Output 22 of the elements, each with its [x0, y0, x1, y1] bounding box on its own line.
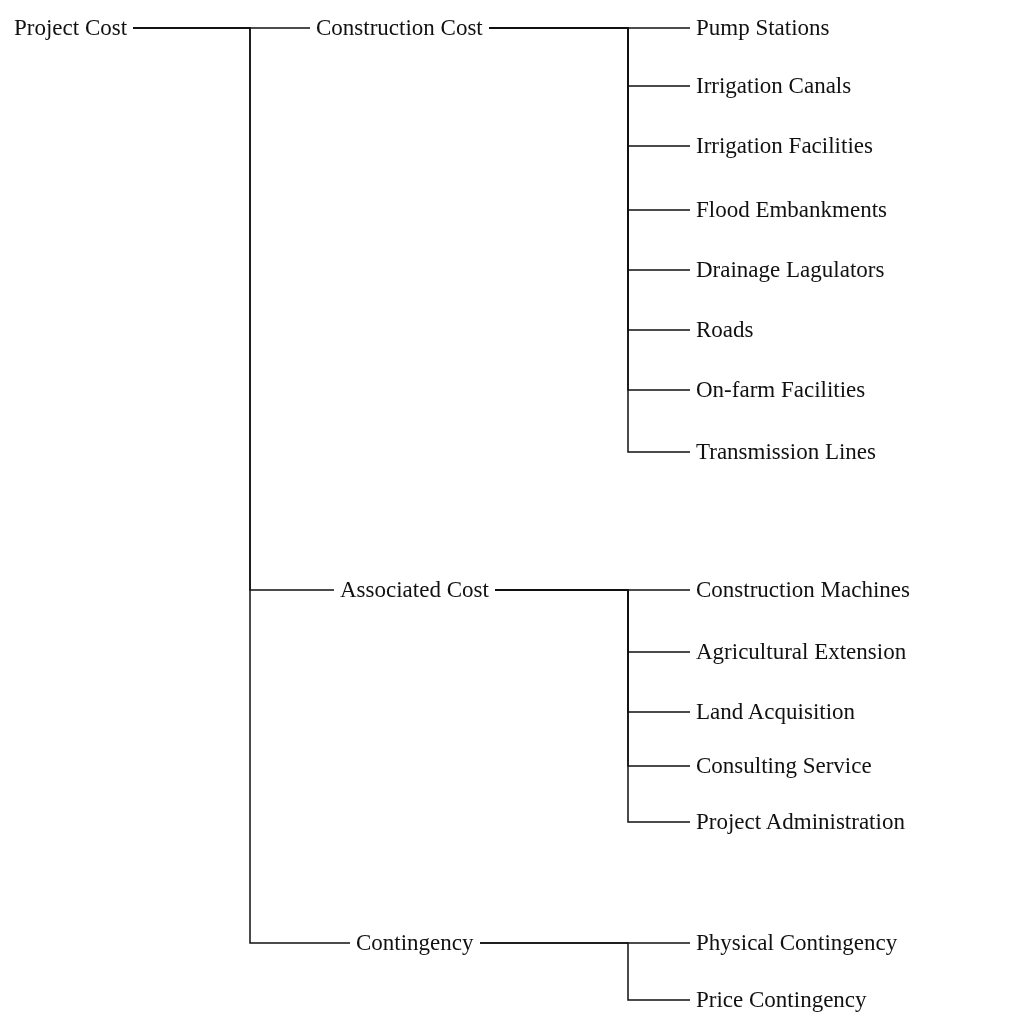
tree-node-label: Consulting Service — [690, 752, 878, 780]
tree-connector — [479, 942, 691, 1001]
tree-node-label: Irrigation Facilities — [690, 132, 879, 160]
tree-node-label: Land Acquisition — [690, 698, 862, 726]
tree-connector — [132, 27, 351, 944]
tree-node-label: Contingency — [350, 929, 480, 957]
tree-node-label: Flood Embankments — [690, 196, 894, 224]
tree-node-label: Drainage Lagulators — [690, 256, 891, 284]
tree-connector — [494, 589, 691, 823]
tree-node-label: Agricultural Extension — [690, 638, 913, 666]
tree-node-label: Project Cost — [8, 14, 134, 42]
tree-node-label: Construction Machines — [690, 576, 916, 604]
tree-node-label: Price Contingency — [690, 986, 873, 1014]
tree-node-label: Physical Contingency — [690, 929, 904, 957]
tree-node-label: Roads — [690, 316, 760, 344]
tree-node-label: Transmission Lines — [690, 438, 882, 466]
tree-node-label: Irrigation Canals — [690, 72, 858, 100]
tree-node-label: Project Administration — [690, 808, 911, 836]
tree-node-label: Associated Cost — [334, 576, 495, 604]
tree-node-label: Pump Stations — [690, 14, 836, 42]
tree-node-label: On-farm Facilities — [690, 376, 872, 404]
tree-node-label: Construction Cost — [310, 14, 489, 42]
